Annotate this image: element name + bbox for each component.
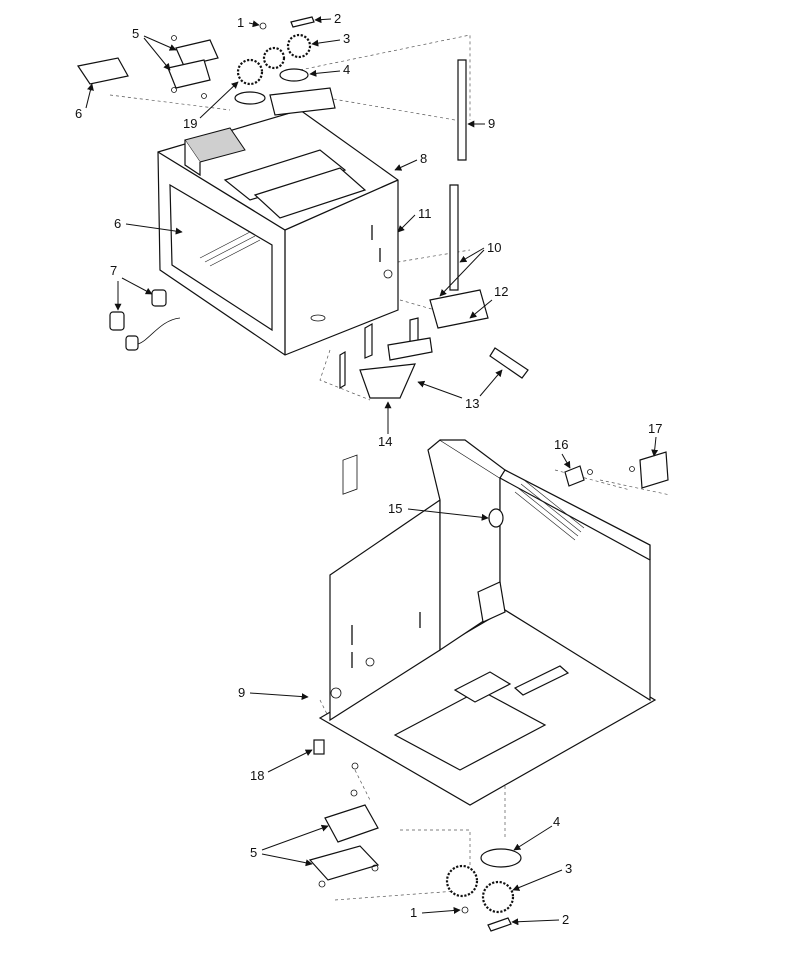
callout-17: 17 [648,421,662,436]
callout-5-bottom: 5 [250,845,257,860]
callout-19: 19 [183,116,197,131]
lower-assembly [308,439,671,932]
callout-3: 3 [343,31,350,46]
callout-2: 2 [334,11,341,26]
callout-6-mid: 6 [114,216,121,231]
callout-3-bottom: 3 [565,861,572,876]
callout-13: 13 [465,396,479,411]
callout-14: 14 [378,434,392,449]
upper-callouts: 1 2 3 4 5 6 19 9 8 6 11 10 7 12 13 14 [75,11,508,449]
callout-4-bottom: 4 [553,814,560,829]
callout-4: 4 [343,62,350,77]
callout-9-top: 9 [488,116,495,131]
callout-8: 8 [420,151,427,166]
upper-assembly [77,16,529,401]
callout-16: 16 [554,437,568,452]
callout-1-bottom: 1 [410,905,417,920]
callout-1: 1 [237,15,244,30]
callout-10: 10 [487,240,501,255]
callout-7: 7 [110,263,117,278]
callout-2-bottom: 2 [562,912,569,927]
callout-5: 5 [132,26,139,41]
callout-15: 15 [388,501,402,516]
callout-18: 18 [250,768,264,783]
callout-12: 12 [494,284,508,299]
callout-6-top: 6 [75,106,82,121]
lower-callouts: 16 17 15 9 18 4 5 3 1 2 [238,421,662,927]
callout-11: 11 [418,206,432,221]
callout-9-bottom: 9 [238,685,245,700]
